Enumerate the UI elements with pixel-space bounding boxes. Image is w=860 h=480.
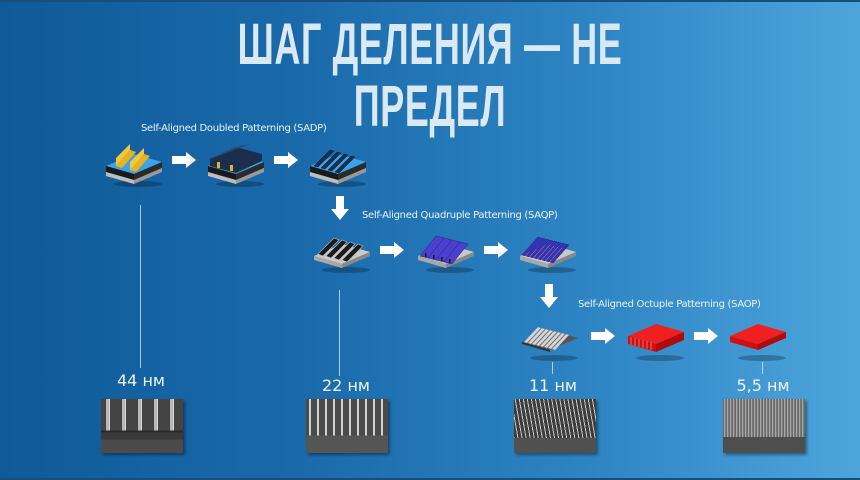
sem-image-11nm — [514, 399, 596, 453]
pitch-label-5-5nm: 5,5 нм — [736, 376, 790, 395]
yellow-mandrel-chip-icon — [106, 144, 162, 187]
arrow-down-icon — [540, 284, 558, 308]
connector-line — [339, 290, 340, 376]
red-coated-chip-icon — [628, 324, 684, 361]
top-border — [0, 0, 860, 2]
red-block-chip-icon — [730, 324, 786, 361]
black-fin-chip-icon — [314, 237, 370, 273]
arrow-right-icon — [591, 328, 615, 344]
arrow-right-icon — [694, 328, 718, 344]
arrow-down-icon — [331, 196, 349, 220]
sem-image-44nm — [101, 399, 183, 453]
stage-label-saop: Self-Aligned Octuple Patterning (SAOP) — [578, 299, 761, 310]
arrow-right-icon — [274, 152, 298, 168]
stage-label-saqp: Self-Aligned Quadruple Patterning (SAQP) — [362, 210, 558, 221]
bottom-border — [0, 478, 860, 480]
connector-line — [140, 205, 141, 368]
pitch-label-22nm: 22 нм — [322, 376, 370, 395]
page-title: ШАГ ДЕЛЕНИЯ — НЕ ПРЕДЕЛ — [237, 12, 623, 139]
sem-image-5-5nm — [723, 399, 805, 453]
sem-image-22nm — [306, 399, 388, 453]
gray-fine-fin-chip-icon — [522, 326, 578, 361]
arrow-right-icon — [380, 242, 404, 258]
pitch-label-11nm: 11 нм — [529, 376, 577, 395]
arrow-right-icon — [172, 152, 196, 168]
pitch-label-44nm: 44 нм — [117, 371, 165, 390]
purple-coated-chip-icon — [418, 235, 474, 273]
dark-fin-chip-icon — [310, 149, 366, 187]
spacer-coated-chip-icon — [208, 144, 264, 187]
arrow-right-icon — [484, 242, 508, 258]
connector-line — [552, 362, 553, 374]
purple-fine-fin-chip-icon — [520, 236, 576, 273]
connector-line — [762, 362, 763, 374]
stage-label-sadp: Self-Aligned Doubled Patterning (SADP) — [141, 123, 327, 134]
